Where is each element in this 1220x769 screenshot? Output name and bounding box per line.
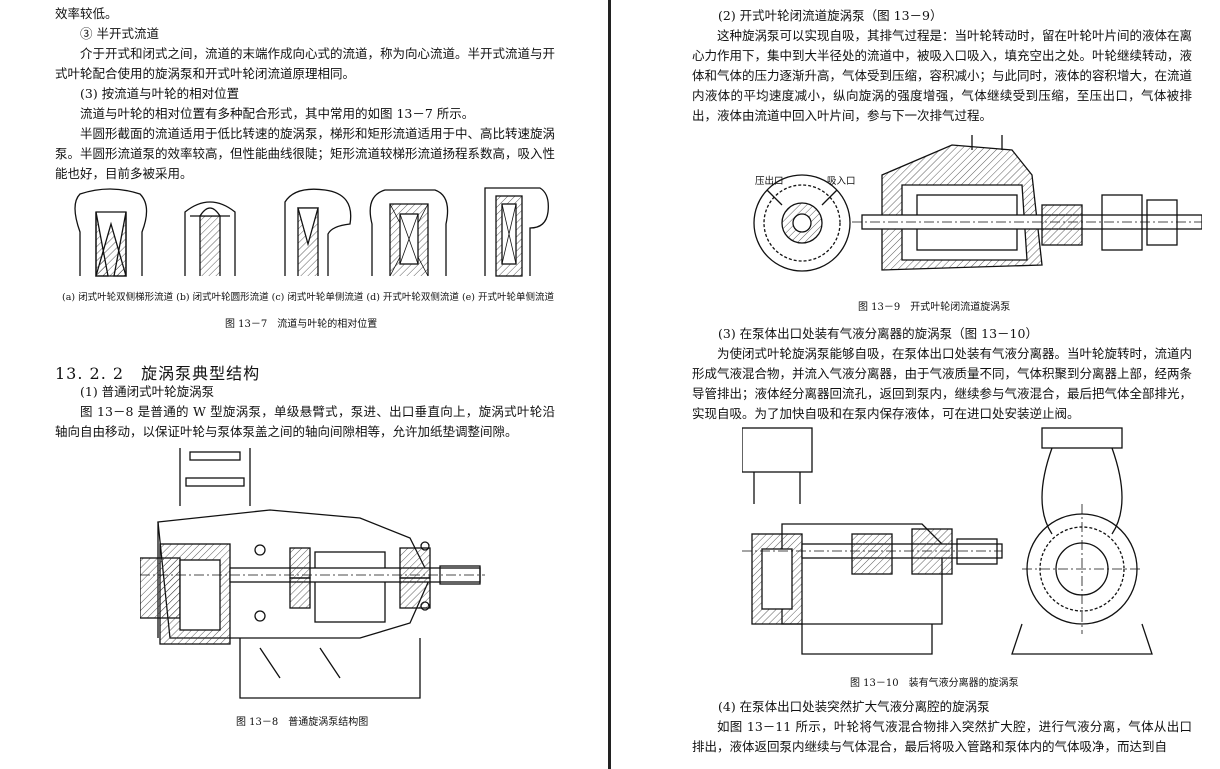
paragraph: 图 13－8 是普通的 W 型旋涡泵，单级悬臂式，泵进、出口垂直向上，旋涡式叶轮…	[55, 404, 555, 439]
impeller-view	[753, 174, 851, 272]
figure-13-9	[753, 135, 1202, 272]
subsection-title: (2) 开式叶轮闭流道旋涡泵（图 13－9）	[718, 8, 943, 23]
subsection-title: (4) 在泵体出口处装突然扩大气液分离腔的旋涡泵	[718, 699, 990, 714]
paragraph: 介于开式和闭式之间，流道的末端作成向心式的流道，称为向心流道。半开式流道与开式叶…	[55, 46, 556, 81]
paragraph: 如图 13－11 所示，叶轮将气液混合物排入突然扩大腔，进行气液分离，气体从出口…	[692, 719, 1192, 754]
channel-e	[484, 187, 549, 277]
figure-13-10	[742, 427, 1153, 655]
figure-caption: 图 13－7 流道与叶轮的相对位置	[225, 319, 378, 330]
channel-c	[284, 188, 352, 276]
paragraph: 为使闭式叶轮旋涡泵能够自吸，在泵体出口处装有气液分离器。当叶轮旋转时，流道内形成…	[692, 346, 1193, 421]
figure-sublabels: (a) 闭式叶轮双侧梯形流道 (b) 闭式叶轮圆形流道 (c) 闭式叶轮单侧流道…	[62, 292, 555, 303]
figure-caption: 图 13－9 开式叶轮闭流道旋涡泵	[858, 302, 1011, 313]
page-divider	[608, 0, 611, 769]
front-view	[1011, 427, 1153, 655]
text-line: 效率较低。	[55, 6, 118, 21]
channel-b	[184, 201, 236, 276]
pump-section	[852, 135, 1202, 271]
subsection-title: (3) 在泵体出口处装有气液分离器的旋涡泵（图 13－10）	[718, 326, 1038, 341]
left-page: 效率较低。 ③ 半开式流道 介于开式和闭式之间，流道的末端作成向心式的流道，称为…	[0, 0, 608, 769]
figure-13-8	[140, 448, 485, 699]
section-heading: 13. 2. 2 旋涡泵典型结构	[55, 364, 261, 383]
paragraph: 流道与叶轮的相对位置有多种配合形式，其中常用的如图 13－7 所示。	[80, 106, 475, 121]
figure-label: 压出口	[755, 176, 784, 187]
paragraph: 这种旋涡泵可以实现自吸，其排气过程是：当叶轮转动时，留在叶轮叶片间的液体在离心力…	[692, 28, 1193, 123]
channel-d	[369, 189, 449, 277]
item-title: ③ 半开式流道	[80, 26, 159, 41]
paragraph: 半圆形截面的流道适用于低比转速的旋涡泵，梯形和矩形流道适用于中、高比转速旋涡泵。…	[55, 126, 556, 181]
figure-label: 吸入口	[827, 176, 856, 187]
right-page: (2) 开式叶轮闭流道旋涡泵（图 13－9） 这种旋涡泵可以实现自吸，其排气过程…	[612, 0, 1220, 769]
figure-caption: 图 13－10 装有气液分离器的旋涡泵	[850, 678, 1019, 689]
section-title: (3) 按流道与叶轮的相对位置	[80, 86, 240, 101]
channel-a	[74, 188, 148, 277]
separator-section	[742, 427, 1003, 655]
figure-caption: 图 13－8 普通旋涡泵结构图	[236, 717, 369, 728]
subsection-title: (1) 普通闭式叶轮旋涡泵	[80, 384, 215, 399]
figure-13-7	[74, 187, 549, 277]
